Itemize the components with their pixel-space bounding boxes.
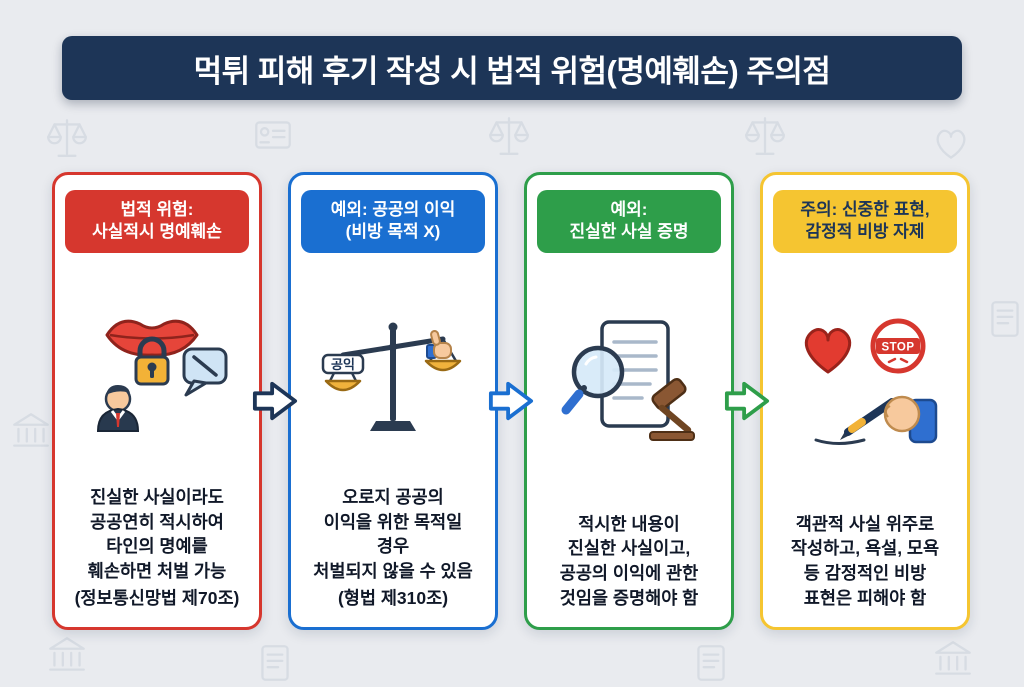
bank-watermark-icon: [930, 636, 976, 682]
lips-lock-icon: [96, 319, 228, 432]
scales-watermark-icon: [742, 112, 788, 158]
page-title: 먹튀 피해 후기 작성 시 법적 위험(명예훼손) 주의점: [193, 53, 831, 89]
flow-arrow-1-icon: [252, 379, 298, 423]
card-public-interest-icon-area: 공익: [301, 253, 485, 485]
card-caution-body: 객관적 사실 위주로 작성하고, 욕설, 모욕 등 감정적인 비방 표현은 피해…: [790, 513, 940, 609]
document-watermark-icon: [982, 296, 1024, 342]
card-public-interest-exception: 예외: 공공의 이익 (비방 목적 X) 공익: [288, 172, 498, 630]
card-truth-proof-icon-area: [537, 253, 721, 512]
card-caution-badge: 주의: 신중한 표현, 감정적 비방 자제: [773, 190, 957, 253]
title-bar: 먹튀 피해 후기 작성 시 법적 위험(명예훼손) 주의점: [62, 36, 962, 100]
card-legal-risk-law: (정보통신망법 제70조): [74, 588, 240, 609]
card-public-interest-law: (형법 제310조): [337, 588, 449, 609]
document-watermark-icon: [252, 640, 298, 686]
scales-watermark-icon: [44, 114, 90, 160]
card-legal-risk-icon-area: [65, 253, 249, 485]
bank-watermark-icon: [8, 408, 54, 454]
id-card-watermark-icon: [250, 112, 296, 158]
heart-watermark-icon: [928, 120, 974, 166]
heart-stop-pen-icon: STOP: [805, 318, 938, 446]
document-watermark-icon: [688, 640, 734, 686]
flow-arrow-3-icon: [724, 379, 770, 423]
card-truth-proof-badge: 예외: 진실한 사실 증명: [537, 190, 721, 253]
card-legal-risk-body: 진실한 사실이라도 공공연히 적시하여 타인의 명예를 훼손하면 처벌 가능: [87, 486, 227, 582]
card-legal-risk: 법적 위험: 사실적시 명예훼손: [52, 172, 262, 630]
card-caution-icon-area: STOP: [773, 253, 957, 512]
card-truth-proof-exception: 예외: 진실한 사실 증명 적시한 내용이 진실한 사실이고, 공: [524, 172, 734, 630]
public-interest-label: 공익: [331, 357, 355, 372]
scales-watermark-icon: [486, 112, 532, 158]
cards-row: 법적 위험: 사실적시 명예훼손: [52, 172, 972, 630]
flow-arrow-2-icon: [488, 379, 534, 423]
card-legal-risk-badge: 법적 위험: 사실적시 명예훼손: [65, 190, 249, 253]
document-search-gavel-icon: [561, 320, 695, 442]
card-truth-proof-body: 적시한 내용이 진실한 사실이고, 공공의 이익에 관한 것임을 증명해야 함: [559, 513, 699, 609]
card-caution-expression: 주의: 신중한 표현, 감정적 비방 자제 STOP 객관적 사실 위주로: [760, 172, 970, 630]
bank-watermark-icon: [44, 632, 90, 678]
card-public-interest-body: 오로지 공공의 이익을 위한 목적일 경우 처벌되지 않을 수 있음: [313, 486, 473, 582]
stop-label: STOP: [881, 342, 914, 354]
card-public-interest-badge: 예외: 공공의 이익 (비방 목적 X): [301, 190, 485, 253]
balance-scale-icon: 공익: [321, 322, 462, 431]
